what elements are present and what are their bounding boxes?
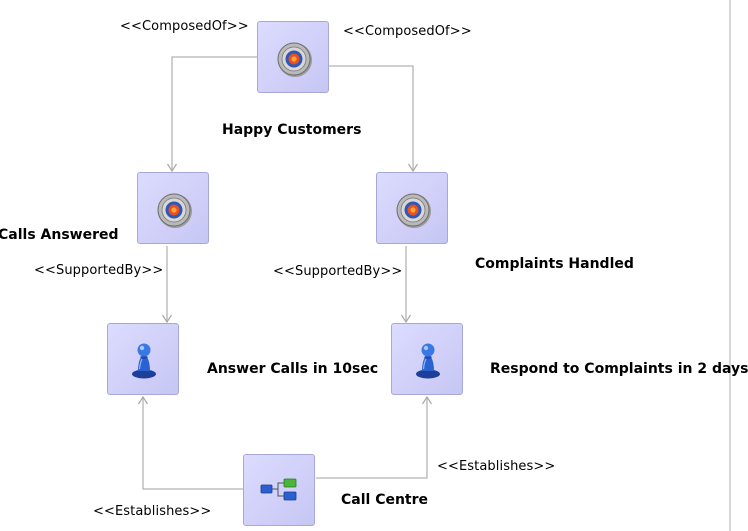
target-icon <box>157 193 192 228</box>
answer-calls-label: Answer Calls in 10sec <box>207 361 379 377</box>
call-centre-label: Call Centre <box>341 492 429 508</box>
respond-complaints-label: Respond to Complaints in 2 days <box>490 361 748 377</box>
calls-answered-node[interactable] <box>137 172 209 244</box>
composed-of-left-label: <<ComposedOf>> <box>120 19 249 34</box>
supported-by-right-label: <<SupportedBy>> <box>273 264 403 279</box>
establishes-left-label: <<Establishes>> <box>93 504 212 519</box>
calls-answered-label: Calls Answered <box>0 227 119 243</box>
pawn-icon <box>132 343 156 379</box>
establishes-left-connector[interactable] <box>143 397 243 490</box>
target-icon <box>277 42 312 77</box>
happy-customers-label: Happy Customers <box>222 122 362 138</box>
establishes-right-connector[interactable] <box>316 397 427 479</box>
call-centre-node[interactable] <box>243 454 315 526</box>
complaints-handled-node[interactable] <box>376 172 448 244</box>
supported-by-left-label: <<SupportedBy>> <box>34 263 164 278</box>
composed-of-left-connector[interactable] <box>172 56 257 171</box>
canvas-border <box>729 0 731 531</box>
respond-complaints-node[interactable] <box>391 323 463 395</box>
composed-of-right-connector[interactable] <box>329 65 413 171</box>
composed-of-right-label: <<ComposedOf>> <box>343 24 472 39</box>
target-icon <box>396 193 431 228</box>
org-chart-icon <box>260 478 297 501</box>
complaints-handled-label: Complaints Handled <box>475 256 634 272</box>
establishes-right-label: <<Establishes>> <box>437 459 556 474</box>
happy-customers-node[interactable] <box>257 21 329 93</box>
answer-calls-node[interactable] <box>107 323 179 395</box>
pawn-icon <box>416 343 440 379</box>
